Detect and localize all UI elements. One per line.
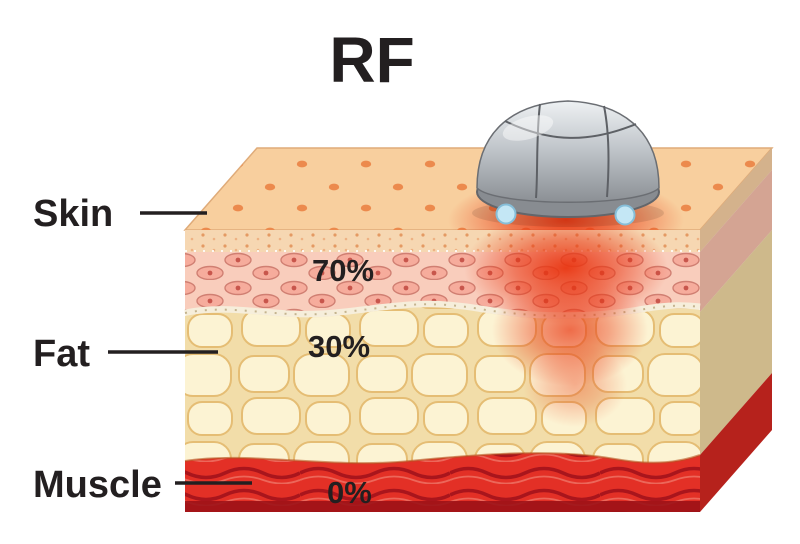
diagram-title: RF [329, 24, 414, 96]
side-face-shading [700, 148, 772, 512]
muscle-bottom-edge [185, 501, 700, 512]
rf-energy-glow [464, 230, 668, 427]
device-seam-left [535, 103, 541, 199]
device-dome [476, 100, 660, 203]
muscle-label: Muscle [33, 464, 162, 506]
fat-muscle-boundary [184, 452, 701, 465]
percentage-labels: 70% 30% 0% [308, 253, 374, 510]
skin-percentage: 70% [312, 253, 374, 288]
device-seam-horizontal [504, 120, 637, 139]
electrode-left [495, 203, 517, 225]
fat-percentage: 30% [308, 329, 370, 364]
boundary-dotted-line [184, 303, 701, 317]
electrode-right [614, 204, 636, 226]
device-highlight [502, 115, 554, 141]
rf-device [472, 100, 664, 227]
muscle-fibers-texture [185, 453, 700, 512]
muscle-percentage: 0% [327, 475, 372, 510]
fat-label: Fat [33, 333, 90, 375]
skin-block-side-face [700, 148, 772, 512]
layer-labels: Skin Fat Muscle [33, 193, 252, 506]
device-seam-right [603, 105, 610, 198]
skin-label: Skin [33, 193, 113, 235]
